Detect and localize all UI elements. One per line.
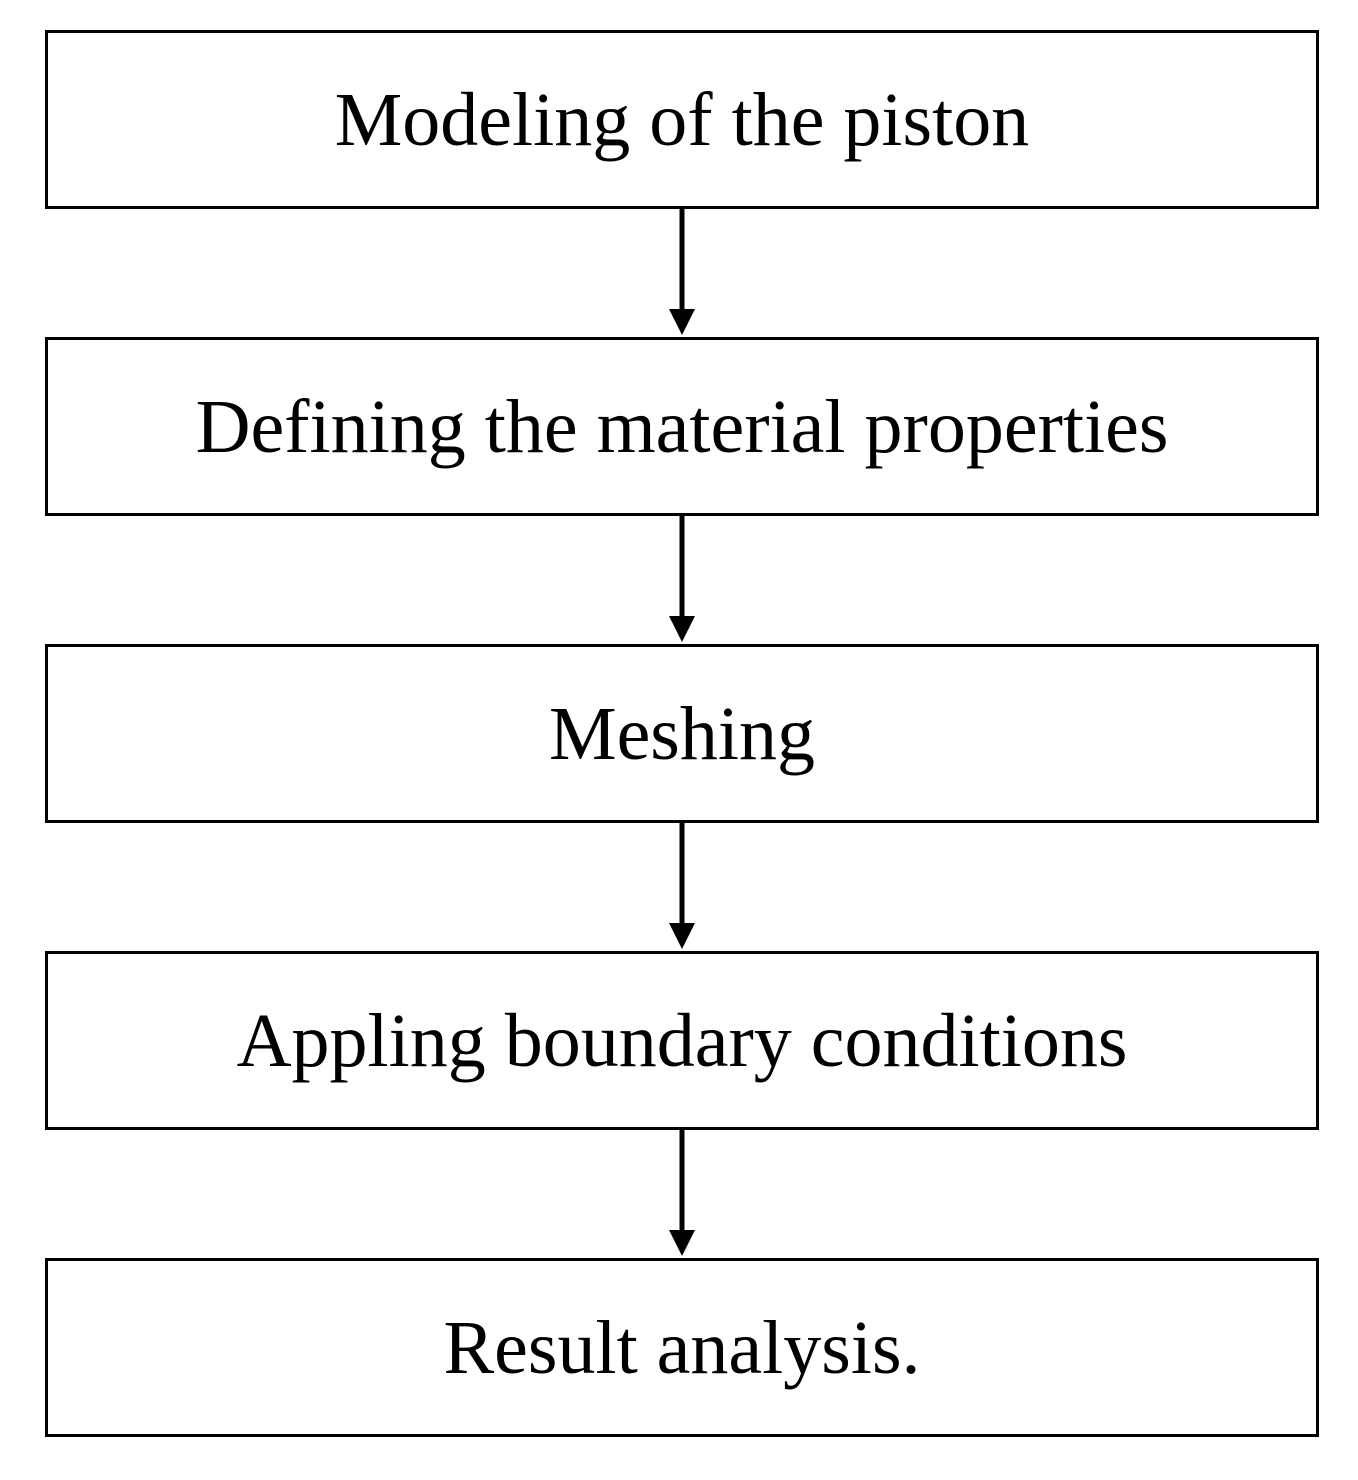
step-box-modeling: Modeling of the piston [45, 30, 1319, 209]
step-label: Defining the material properties [195, 384, 1169, 469]
step-label: Meshing [549, 691, 815, 776]
step-box-result-analysis: Result analysis. [45, 1258, 1319, 1437]
step-box-material-properties: Defining the material properties [45, 337, 1319, 516]
down-arrow-icon [669, 209, 695, 335]
down-arrow-icon [669, 516, 695, 642]
down-arrow-icon [669, 823, 695, 949]
step-box-boundary-conditions: Appling boundary conditions [45, 951, 1319, 1130]
step-label: Result analysis. [443, 1305, 921, 1390]
down-arrow-icon [669, 1130, 695, 1256]
step-label: Modeling of the piston [334, 77, 1030, 162]
step-label: Appling boundary conditions [236, 998, 1128, 1083]
step-box-meshing: Meshing [45, 644, 1319, 823]
